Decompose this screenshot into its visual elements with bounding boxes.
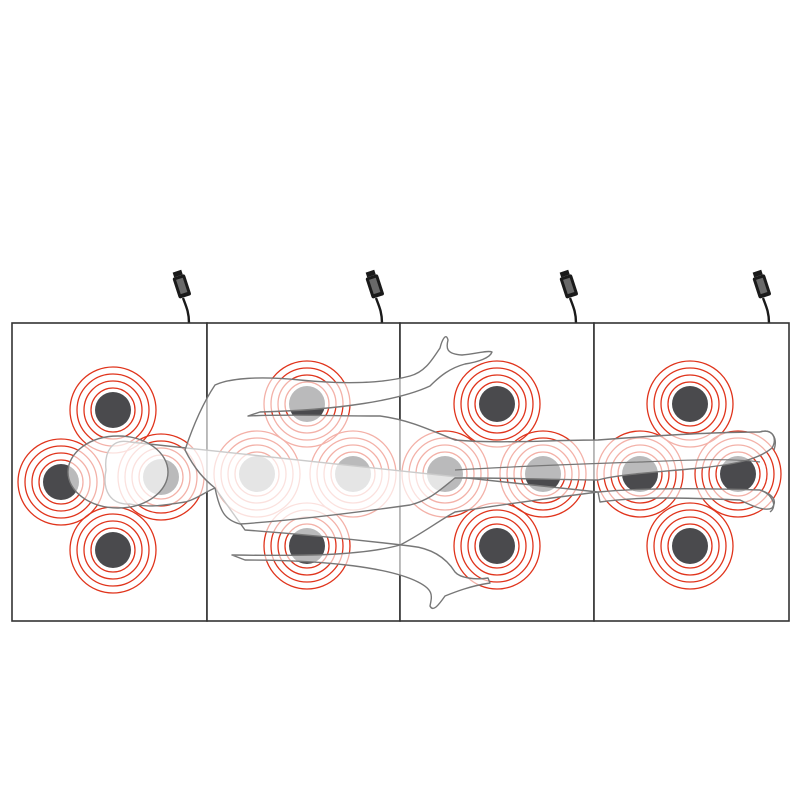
heat-wave-ring-icon	[460, 509, 534, 583]
power-plug-icon	[172, 269, 191, 299]
plug-tip	[752, 269, 763, 278]
heat-wave-ring-icon	[467, 374, 527, 434]
plug-body	[365, 274, 384, 299]
heat-stone-icon	[95, 392, 131, 428]
plug-tip	[365, 269, 376, 278]
plug-highlight	[563, 277, 575, 295]
plug-body	[172, 274, 191, 299]
plug-highlight	[756, 277, 768, 295]
power-plug-icon	[559, 269, 578, 299]
heat-stone-12	[453, 502, 541, 590]
heat-stone-9	[453, 360, 541, 448]
heat-wave-ring-icon	[90, 387, 136, 433]
heat-stone-icon	[479, 528, 515, 564]
heat-wave-ring-icon	[653, 509, 727, 583]
heat-stone-icon	[479, 386, 515, 422]
heat-wave-ring-icon	[90, 527, 136, 573]
plug-highlight	[369, 277, 381, 295]
heat-wave-ring-icon	[667, 381, 713, 427]
heat-stone-icon	[672, 386, 708, 422]
cable-cord	[181, 297, 191, 324]
heat-stone-icon	[672, 528, 708, 564]
plug-tip	[172, 269, 183, 278]
power-plug-icon	[365, 269, 384, 299]
heat-wave-ring-icon	[660, 374, 720, 434]
cable-cord	[568, 297, 578, 324]
body-torso	[184, 336, 776, 525]
heat-wave-ring-icon	[474, 523, 520, 569]
cable-cord	[374, 297, 384, 324]
power-plug-icon	[752, 269, 771, 299]
heat-stone-15	[694, 430, 782, 518]
heat-wave-ring-icon	[660, 516, 720, 576]
power-cable-2	[365, 269, 384, 324]
heat-stone-icon	[720, 456, 756, 492]
heat-stone-16	[646, 502, 734, 590]
plug-body	[752, 274, 771, 299]
cable-cord	[761, 297, 771, 324]
power-cables	[172, 269, 771, 324]
heat-wave-ring-icon	[694, 430, 782, 518]
power-cable-4	[752, 269, 771, 324]
human-body-silhouette	[67, 336, 776, 610]
heat-wave-ring-icon	[83, 520, 143, 580]
plug-highlight	[176, 277, 188, 295]
power-cable-1	[172, 269, 191, 324]
heat-wave-ring-icon	[460, 367, 534, 441]
leg-separation-line	[454, 459, 761, 471]
heat-wave-ring-icon	[76, 513, 150, 587]
head	[67, 435, 169, 509]
heat-wave-ring-icon	[467, 516, 527, 576]
heat-wave-ring-icon	[646, 502, 734, 590]
power-cable-3	[559, 269, 578, 324]
plug-tip	[559, 269, 570, 278]
heat-wave-ring-icon	[474, 381, 520, 427]
heat-stone-icon	[95, 532, 131, 568]
heat-wave-ring-icon	[667, 523, 713, 569]
heat-stone-1	[69, 366, 157, 454]
feet	[759, 430, 776, 513]
plug-body	[559, 274, 578, 299]
